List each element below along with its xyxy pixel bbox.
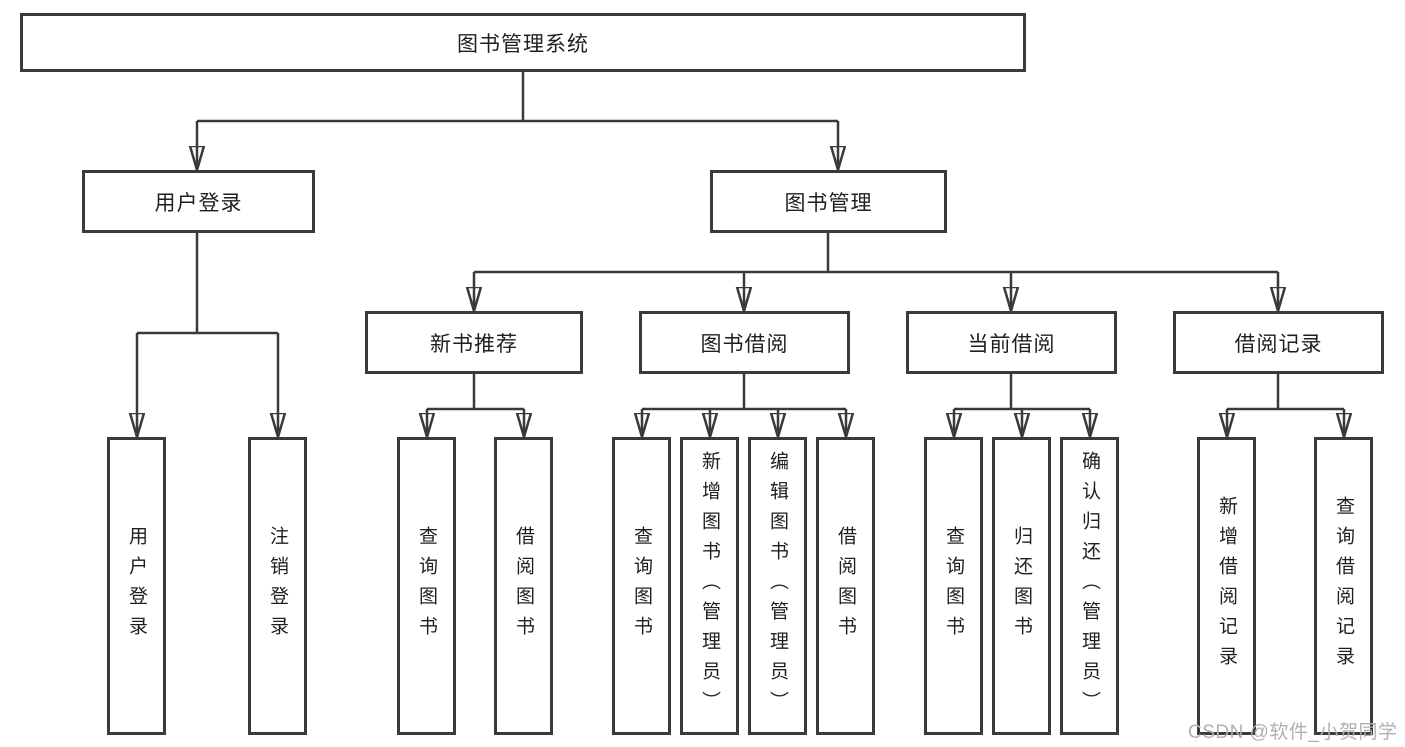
csdn-watermark: CSDN @软件_小贺同学 (1188, 722, 1398, 743)
leaf-return-books: 归还图书 (992, 437, 1051, 735)
leaf-confirm-return-admin: 确认归还（管理员） (1060, 437, 1119, 735)
connector-book-borrow-trunk (642, 374, 846, 411)
leaf-borrow-books: 借阅图书 (816, 437, 875, 735)
leaf-add-borrow-record: 新增借阅记录 (1197, 437, 1256, 735)
connector-book-mgmt-trunk (474, 233, 1278, 274)
node-current-borrow: 当前借阅 (906, 311, 1117, 374)
leaf-add-books-admin: 新增图书（管理员） (680, 437, 739, 735)
node-book-management-system: 图书管理系统 (20, 13, 1026, 72)
leaf-query-borrow-record: 查询借阅记录 (1314, 437, 1373, 735)
leaf-query-books-recommend: 查询图书 (397, 437, 456, 735)
node-book-borrow: 图书借阅 (639, 311, 850, 374)
node-borrow-records: 借阅记录 (1173, 311, 1384, 374)
leaf-query-books-borrow: 查询图书 (612, 437, 671, 735)
connector-borrow-records-trunk (1227, 374, 1344, 411)
leaf-query-books-current: 查询图书 (924, 437, 983, 735)
node-user-login-branch: 用户登录 (82, 170, 315, 233)
leaf-user-login: 用户登录 (107, 437, 166, 735)
connector-root-trunk (197, 72, 838, 123)
leaf-borrow-books-recommend: 借阅图书 (494, 437, 553, 735)
node-new-book-recommend: 新书推荐 (365, 311, 583, 374)
leaf-logout: 注销登录 (248, 437, 307, 735)
connector-user-login-trunk (137, 233, 278, 335)
node-book-management-branch: 图书管理 (710, 170, 947, 233)
connector-current-borrow-trunk (954, 374, 1090, 411)
connector-new-book-trunk (427, 374, 524, 411)
leaf-edit-books-admin: 编辑图书（管理员） (748, 437, 807, 735)
